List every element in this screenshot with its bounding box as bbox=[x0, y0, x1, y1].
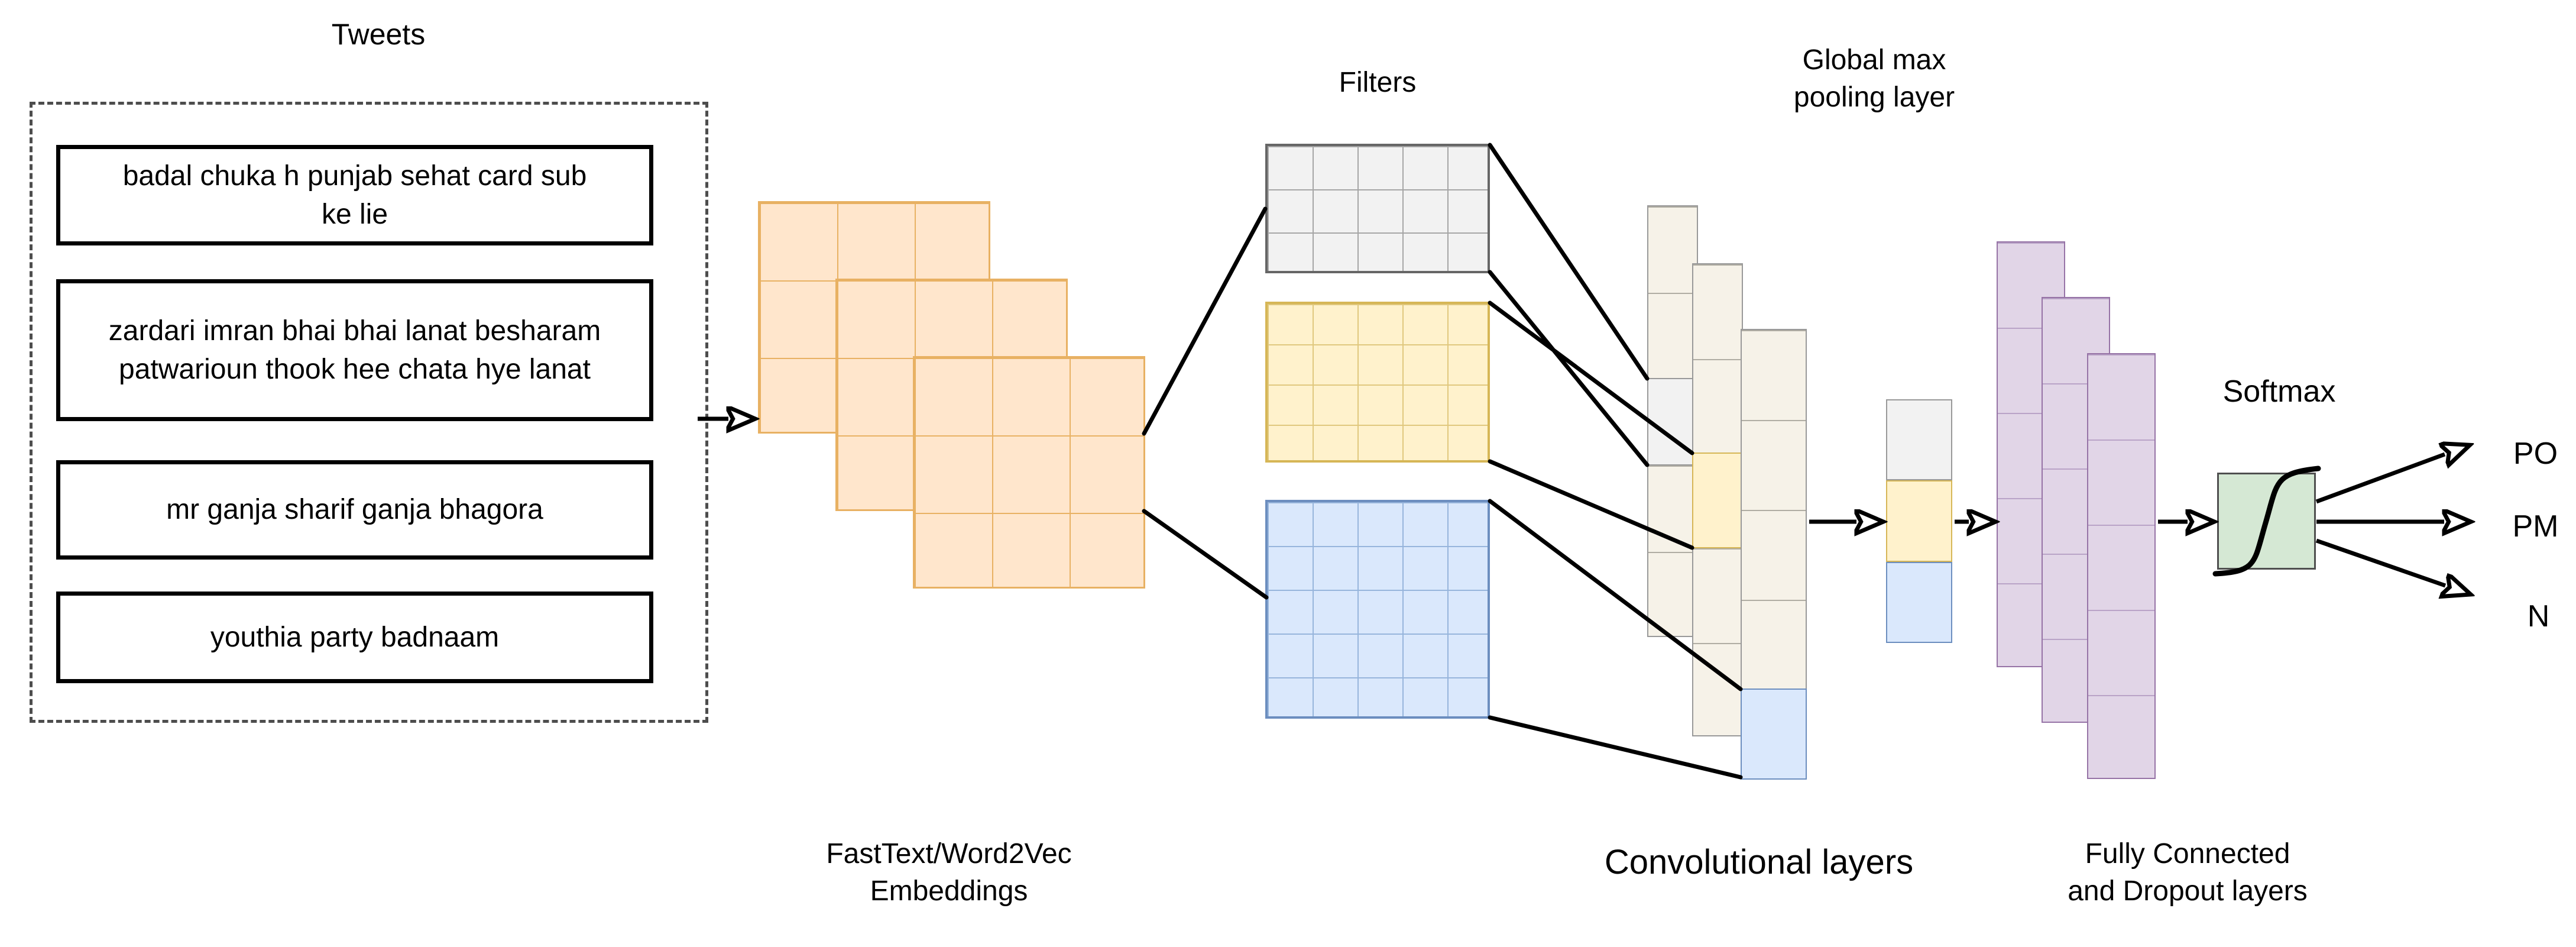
filter-yellow bbox=[1265, 302, 1490, 463]
conv-blue-cell bbox=[1741, 689, 1807, 780]
pooled-yellow-cell bbox=[1886, 480, 1952, 562]
filter-blue bbox=[1265, 500, 1490, 719]
fc-caption-line2: and Dropout layers bbox=[2068, 875, 2308, 907]
embeddings-caption-line1: FastText/Word2Vec bbox=[826, 838, 1072, 870]
conv-column-1 bbox=[1647, 205, 1698, 637]
conv-column-3 bbox=[1741, 329, 1807, 780]
pooled-blue-cell bbox=[1886, 562, 1952, 643]
output-label-n: N bbox=[2527, 599, 2550, 634]
softmax-box bbox=[2217, 473, 2316, 570]
filters-title: Filters bbox=[1339, 67, 1417, 98]
arrow-softmax-to-po bbox=[2315, 454, 2445, 504]
tweet-item: youthia party badnaam bbox=[56, 592, 653, 683]
conv-column-2 bbox=[1692, 263, 1743, 736]
tweet-item: zardari imran bhai bhai lanat besharam p… bbox=[56, 279, 653, 421]
softmax-title: Softmax bbox=[2222, 374, 2336, 409]
conv-caption: Convolutional layers bbox=[1604, 843, 1914, 881]
line-embeddings-to-blue-filter bbox=[1142, 509, 1269, 600]
fc-column-3 bbox=[2087, 353, 2156, 779]
pooling-title-line1: Global max bbox=[1802, 44, 1946, 76]
fc-caption-line1: Fully Connected bbox=[2085, 838, 2290, 870]
filter-gray bbox=[1265, 144, 1490, 273]
fc-caption: Fully Connected and Dropout layers bbox=[2010, 835, 2365, 910]
line-embeddings-to-gray-filter bbox=[1142, 206, 1268, 436]
output-label-pm: PM bbox=[2512, 509, 2559, 544]
tweet-item: mr ganja sharif ganja bhagora bbox=[56, 460, 653, 560]
embeddings-caption: FastText/Word2Vec Embeddings bbox=[772, 835, 1126, 910]
conv-gray-cell bbox=[1647, 378, 1698, 466]
pooling-title-line2: pooling layer bbox=[1793, 82, 1955, 114]
output-label-po: PO bbox=[2513, 437, 2558, 471]
line-gray-filter-top-to-conv1 bbox=[1488, 143, 1650, 381]
arrow-softmax-to-n bbox=[2315, 538, 2445, 586]
pooling-title: Global max pooling layer bbox=[1750, 41, 1998, 117]
embeddings-caption-line2: Embeddings bbox=[870, 875, 1028, 907]
conv-yellow-cell bbox=[1692, 453, 1743, 548]
tweet-item: badal chuka h punjab sehat card sub ke l… bbox=[56, 145, 653, 245]
pooled-gray-cell bbox=[1886, 399, 1952, 480]
line-gray-filter-bottom-to-conv1 bbox=[1488, 270, 1650, 467]
tweets-title: Tweets bbox=[331, 18, 426, 51]
embedding-grid-3 bbox=[913, 356, 1145, 589]
